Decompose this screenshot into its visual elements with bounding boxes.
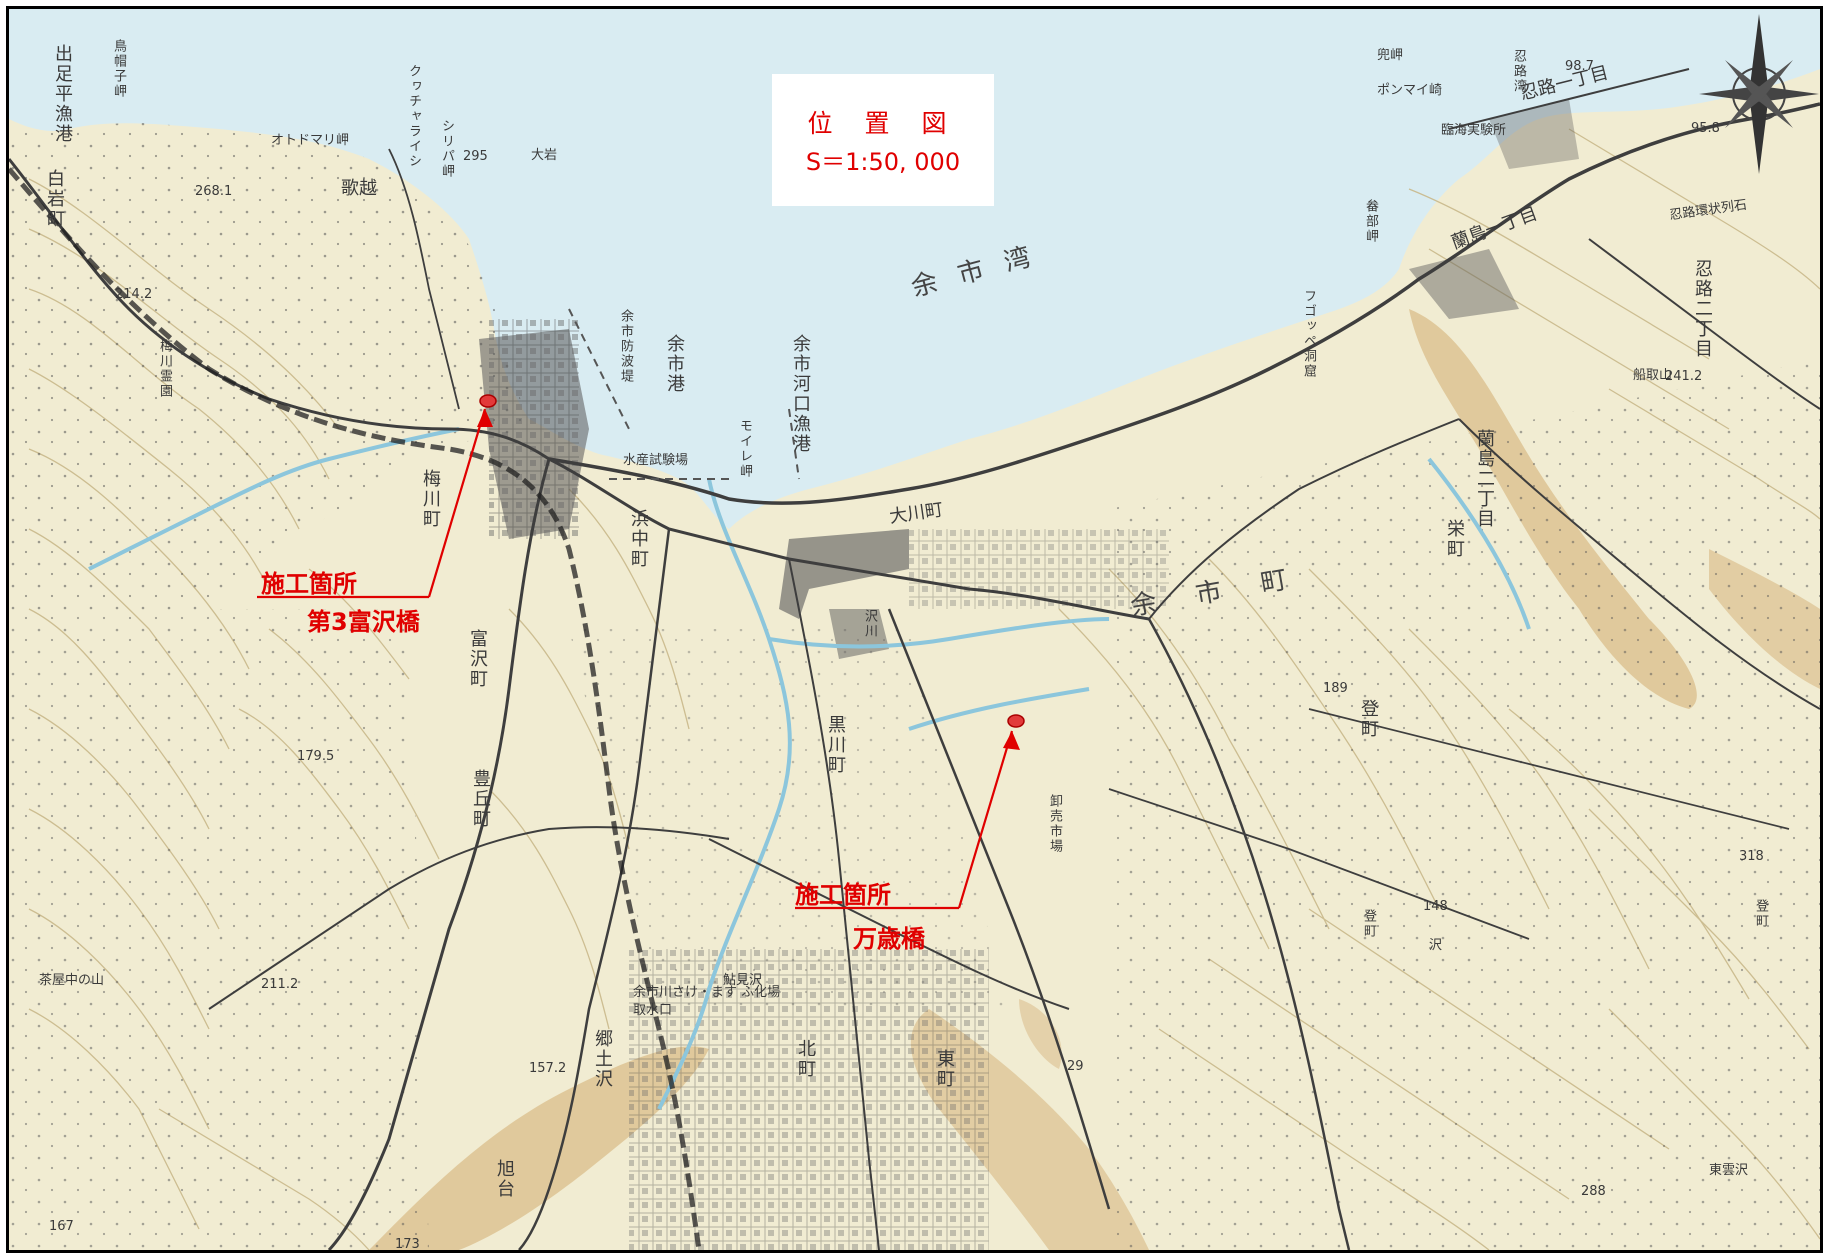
label-asahidai: 旭台 (494, 1159, 515, 1199)
callout-leaders (257, 408, 1020, 910)
label-elev-2112: 211.2 (261, 977, 299, 992)
callout-bridge-2: 万歳橋 (853, 925, 925, 953)
central-town-grid (909, 529, 1169, 609)
site-markers (479, 394, 1025, 728)
label-ayu: 鮎見沢 (723, 973, 763, 988)
label-fugoppe-tunnel: フゴッペ洞窟 (1301, 289, 1316, 379)
label-ranshima-2: 蘭島二丁目 (1474, 429, 1495, 529)
callout-bridge-1: 第3富沢橋 (307, 608, 420, 636)
vegetation-west (9, 122, 529, 609)
callout-label-2: 施工箇所 (795, 881, 891, 909)
label-oiwa: 大岩 (531, 148, 558, 163)
label-ume: 梅川町 (420, 469, 441, 529)
label-rinkai: 臨海実験所 (1441, 123, 1507, 138)
label-elev-189: 189 (1323, 681, 1348, 696)
label-oshorowan: 忍路湾 (1511, 49, 1526, 94)
roads (9, 68, 1820, 1250)
label-oshoro-2: 忍路二丁目 (1692, 259, 1713, 359)
label-intake: 余市川さけ・ます ふ化場取水口 (633, 985, 781, 1018)
label-eboshi: 鳥帽子岬 (111, 39, 126, 99)
site-marker-manzai[interactable] (1007, 714, 1025, 728)
label-moire: モイレ岬 (737, 419, 752, 479)
title-box: 位 置 図 S＝1:50, 000 (772, 74, 994, 206)
label-nobori-v: 登町 (1753, 899, 1768, 929)
label-suisan: 水産試験場 (623, 453, 689, 468)
label-kurokawa: 黒川町 (825, 715, 846, 775)
label-toyooka: 豊丘町 (470, 769, 491, 829)
label-elev-1572: 157.2 (529, 1061, 567, 1076)
label-yoichi-port: 余市港 (664, 334, 685, 394)
label-shinonome: 東雲沢 (1709, 1163, 1749, 1178)
label-funami: 船取山 (1633, 368, 1673, 383)
label-29: 29 (1067, 1059, 1084, 1074)
rivers (88, 427, 1531, 1110)
label-izutaira-port: 出足平漁港 (52, 44, 73, 144)
label-elev-173: 173 (395, 1237, 420, 1252)
vegetation-southwest (9, 609, 429, 1250)
slope-patch-southwest (369, 1046, 709, 1250)
site-marker-tomisawa[interactable] (479, 394, 497, 408)
label-elev-2681: 268.1 (195, 184, 233, 199)
label-ponmai: ポンマイ崎 (1377, 83, 1443, 98)
label-orosi: 卸売市場 (1047, 794, 1062, 854)
label-elev-295: 295 (463, 149, 488, 164)
breakwaters (568, 308, 800, 480)
label-river-port: 余市河口漁港 (790, 334, 811, 454)
label-utagoe: 歌越 (341, 178, 377, 199)
compass-rose-icon (1699, 14, 1819, 174)
map-frame: 位 置 図 S＝1:50, 000 施工箇所 第3富沢橋 施工箇所 万歳橋 余市… (6, 6, 1823, 1253)
label-nobori: 登町 (1358, 699, 1379, 739)
label-elev-2412: 241.2 (1665, 369, 1703, 384)
vegetation-center (569, 629, 1009, 1009)
label-elev-288: 288 (1581, 1184, 1606, 1199)
label-shiripa: シリパ岬 (439, 119, 454, 179)
label-sakae: 栄町 (1444, 519, 1465, 559)
label-otodomari: オトドマリ岬 (271, 133, 350, 148)
label-elev-2142: 214.2 (115, 287, 153, 302)
label-hamanaka: 浜中町 (628, 509, 649, 569)
south-town-grid (629, 949, 989, 1250)
vegetation-east (1109, 359, 1820, 1250)
label-sawa-river: 沢川 (862, 609, 877, 639)
label-gounai: 郷土沢 (592, 1029, 613, 1089)
map-title: 位 置 図 (807, 109, 959, 138)
label-elev-167: 167 (49, 1219, 74, 1234)
label-elev-1795: 179.5 (297, 749, 335, 764)
label-kabutomisaki: 兜岬 (1377, 48, 1404, 63)
map-scale: S＝1:50, 000 (805, 148, 961, 176)
label-elev-958: 95.8 (1691, 121, 1720, 136)
slope-patch-small (1019, 999, 1062, 1069)
label-umekawa-reien: 梅川霊園 (157, 339, 172, 399)
label-fugoppe-misaki: 畚部岬 (1363, 199, 1378, 244)
callout-label-1: 施工箇所 (261, 570, 357, 598)
label-breakwater: 余市防波堤 (618, 309, 633, 384)
label-noboricho: 登町 (1361, 909, 1376, 939)
label-elev-987: 98.7 (1565, 59, 1594, 74)
railway-line (9, 167, 702, 1250)
label-kita: 北町 (795, 1039, 816, 1079)
yoichi-town-grid (489, 319, 579, 539)
label-nakanoyama: 茶屋中の山 (39, 973, 105, 988)
sea-area (9, 9, 1820, 529)
label-sawa: 沢 (1429, 938, 1443, 953)
label-higashi: 東町 (934, 1049, 955, 1089)
label-tomisawa: 富沢町 (467, 629, 488, 689)
label-elev-318: 318 (1739, 849, 1764, 864)
label-kuwacharaishi: クヮチャライシ (406, 64, 421, 169)
label-shiraiwa: 白岩町 (44, 169, 65, 229)
topographic-map (9, 9, 1820, 1250)
label-elev-148: 148 (1423, 899, 1448, 914)
